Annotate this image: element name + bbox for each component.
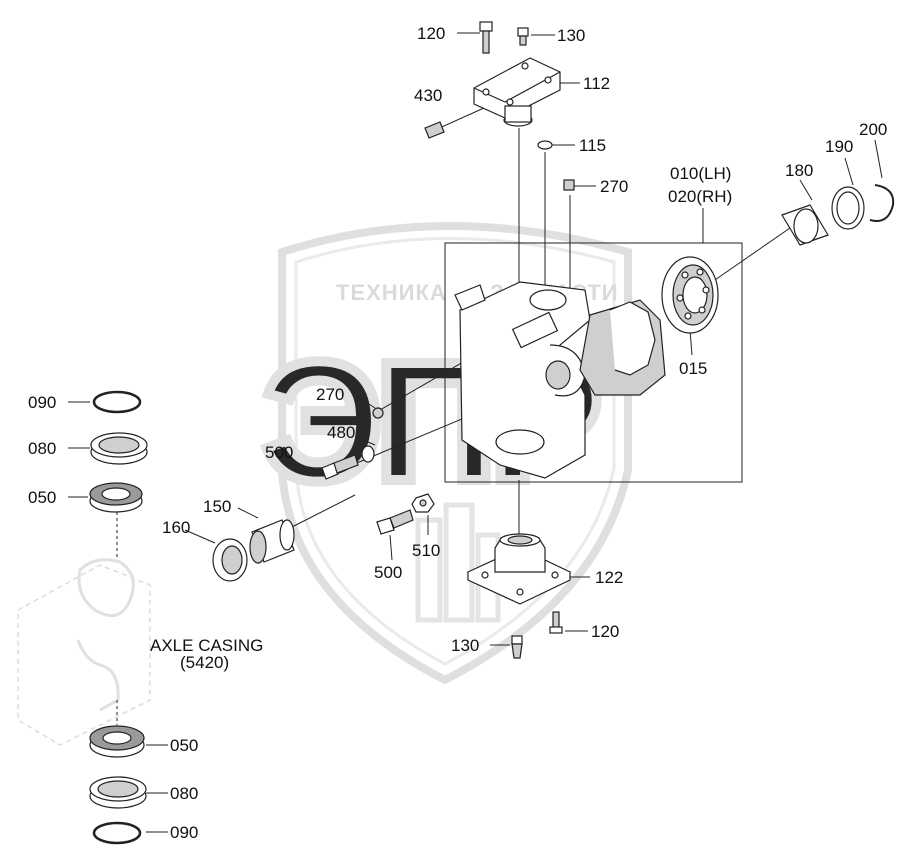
retaining-ring-200[interactable] (869, 184, 895, 222)
label-010[interactable]: 010(LH) (670, 164, 731, 183)
label-120-low[interactable]: 120 (591, 622, 619, 641)
label-080-top[interactable]: 080 (28, 439, 56, 458)
watermark-brand: ТЕХНИКА (336, 280, 447, 305)
bearing-cup-080-bottom[interactable] (89, 776, 147, 809)
bearing-cone-050-bottom[interactable] (89, 725, 145, 758)
o-ring-090-top[interactable] (92, 390, 142, 414)
label-020[interactable]: 020(RH) (668, 187, 732, 206)
label-510[interactable]: 510 (412, 541, 440, 560)
label-050-bottom[interactable]: 050 (170, 736, 198, 755)
label-050-top[interactable]: 050 (28, 488, 56, 507)
part-labels: 120 130 112 430 115 270 010(LH) 020(RH) … (28, 24, 887, 842)
label-130-top[interactable]: 130 (557, 26, 585, 45)
planetary-carrier-015[interactable] (661, 256, 719, 334)
bolt-120-top[interactable] (479, 21, 493, 54)
nut-510[interactable] (411, 493, 435, 513)
label-112[interactable]: 112 (583, 74, 610, 93)
dowel-pin-430[interactable] (424, 121, 445, 139)
label-270-top[interactable]: 270 (600, 177, 628, 196)
label-180[interactable]: 180 (785, 161, 813, 180)
grease-fitting-130-top[interactable] (517, 27, 529, 46)
snap-ring-190[interactable] (831, 186, 865, 230)
bolt-120-lower[interactable] (549, 611, 563, 634)
o-ring-090-bottom[interactable] (92, 821, 142, 845)
assembly-box-015 (444, 242, 743, 483)
king-pin-cap-122[interactable] (466, 533, 572, 605)
king-pin-cap-112[interactable] (473, 57, 561, 127)
label-090-top[interactable]: 090 (28, 393, 56, 412)
label-130-low[interactable]: 130 (451, 636, 479, 655)
label-160[interactable]: 160 (162, 518, 190, 537)
label-200[interactable]: 200 (859, 120, 887, 139)
label-480[interactable]: 480 (327, 423, 355, 442)
label-015[interactable]: 015 (679, 359, 707, 378)
label-150[interactable]: 150 (203, 497, 231, 516)
oil-seal-160[interactable] (212, 538, 248, 582)
label-500-mid[interactable]: 500 (265, 443, 293, 462)
label-120-top[interactable]: 120 (417, 24, 445, 43)
plug-270-mid[interactable] (372, 407, 384, 419)
label-500-low[interactable]: 500 (374, 563, 402, 582)
axle-casing-outline (17, 558, 151, 746)
label-430[interactable]: 430 (414, 86, 442, 105)
label-270-mid[interactable]: 270 (316, 385, 344, 404)
plug-270-top[interactable] (563, 179, 575, 191)
washer-480[interactable] (361, 445, 375, 463)
steering-knuckle[interactable] (454, 281, 666, 479)
bearing-cup-080-top[interactable] (90, 432, 148, 465)
bolt-500-mid[interactable] (321, 454, 359, 480)
label-080-bottom[interactable]: 080 (170, 784, 198, 803)
axle-casing-name: AXLE CASING (150, 636, 263, 655)
label-090-bottom[interactable]: 090 (170, 823, 198, 842)
bearing-cone-050-top[interactable] (89, 482, 143, 513)
label-190[interactable]: 190 (825, 137, 853, 156)
bolt-500-lower[interactable] (376, 509, 414, 535)
label-115[interactable]: 115 (579, 136, 606, 155)
axle-casing-code: (5420) (180, 653, 229, 672)
label-122[interactable]: 122 (595, 568, 623, 587)
bushing-150[interactable] (249, 519, 295, 564)
o-ring-115[interactable] (537, 140, 553, 150)
thrust-washer-180[interactable] (781, 204, 829, 246)
grease-fitting-130-lower[interactable] (511, 635, 523, 659)
